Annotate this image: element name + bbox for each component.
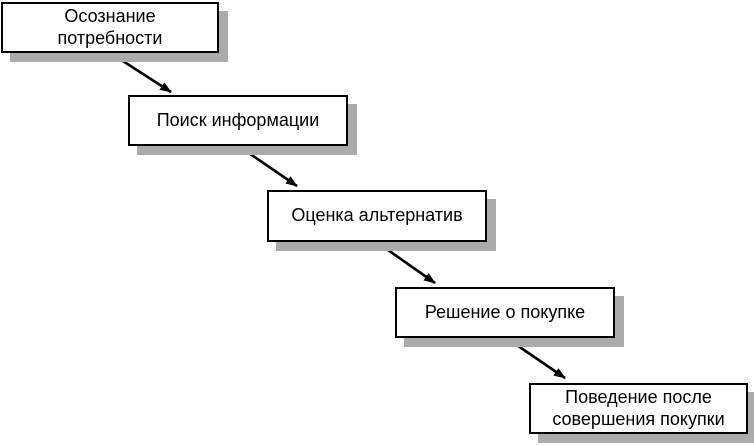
step-evaluation-of-alternatives: Оценка альтернатив bbox=[267, 190, 487, 242]
arrow-step2-to-step3 bbox=[239, 145, 298, 188]
step-purchase-decision: Решение о покупке bbox=[395, 287, 615, 338]
step-label: Решение о покупке bbox=[424, 301, 586, 322]
step-label: Осознание потребности bbox=[57, 6, 163, 48]
step-information-search: Поиск информации bbox=[128, 95, 348, 146]
step-label: Оценка альтернатив bbox=[291, 205, 463, 226]
arrow-step4-to-step5 bbox=[507, 337, 566, 380]
step-label: Поиск информации bbox=[156, 109, 320, 130]
arrow-step3-to-step4 bbox=[377, 241, 436, 285]
arrow-step1-to-step2 bbox=[111, 52, 172, 94]
step-label: Поведение после совершения покупки bbox=[552, 387, 725, 429]
step-need-recognition: Осознание потребности bbox=[1, 2, 219, 53]
step-post-purchase-behavior: Поведение после совершения покупки bbox=[529, 383, 748, 434]
